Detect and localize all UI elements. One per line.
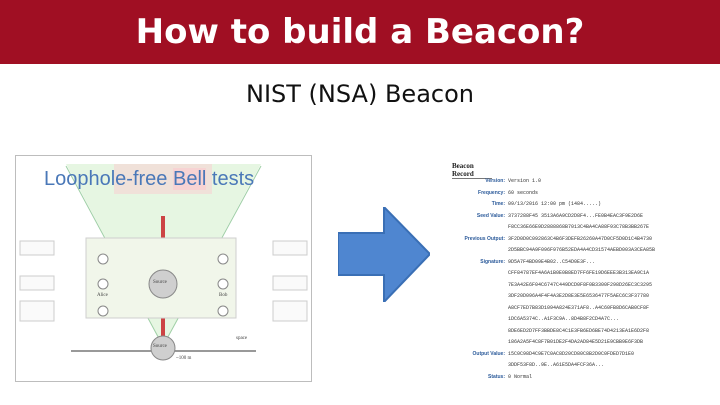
beacon-field-value: 8DE6ED2D7FF3BBDE8C4C1E3FB6ED6BE74D4213EA… <box>508 327 650 334</box>
beacon-field-value: 0 Normal <box>508 373 533 380</box>
beacon-field-value: F8CC36E66E9D2888868B7013C4BA4CA88F93C78B… <box>508 224 650 230</box>
bob-label: Bob <box>219 293 228 298</box>
figure-title: Loophole-free Bell tests <box>44 168 254 191</box>
beacon-field-row: Output Value:15C0C98D4C9E7C0AC8D20CD80C8… <box>440 351 705 360</box>
beacon-field-key: Output Value: <box>472 350 506 357</box>
beacon-field-value: 3737288F45 3513A6A9CD2D8F4...FE0B4EAC3F9… <box>508 212 644 219</box>
beacon-field-row: CFF84787EF4A6A1B0E0B8ED7FF6FE19D6EEE3B31… <box>440 270 705 279</box>
beacon-field-row: Seed Value:3737288F45 3513A6A9CD2D8F4...… <box>440 213 705 222</box>
beacon-field-value: 2D5BBC94A9F096F976B52EDA4A4CD31574AEBD00… <box>508 247 656 253</box>
beacon-field-value: 15C0C98D4C9E7C0AC8D20CD80C8B2D0C0FDED7D1… <box>508 350 635 357</box>
beacon-record-heading: Beacon Record <box>452 162 492 179</box>
beacon-field-row: Time:09/13/2016 12:00 pm (1484.....) <box>440 201 705 210</box>
beacon-field-value: 186A2A5F4C8F7B01DE2F4DA2AD84E5D21E9CBB9E… <box>508 339 644 345</box>
figure-title-post: tests <box>206 168 255 190</box>
beacon-field-value: 60 seconds <box>508 189 539 196</box>
slide-subtitle: NIST (NSA) Beacon <box>246 80 474 108</box>
beacon-field-row: Status:0 Normal <box>440 374 705 383</box>
beacon-field-row: A8CF7ED7B83D1094A824E371AF8..A4C60FB8D6C… <box>440 305 705 314</box>
beacon-field-value: 7E3A42E6F04C6747C449DCD0F8F0B3300F298D26… <box>508 281 653 288</box>
beacon-field-value: 09/13/2016 12:00 pm (1484.....) <box>508 201 602 207</box>
source-bottom-label: Source <box>153 344 167 349</box>
beacon-field-value: 9D5A7F4BD09E4B02..C54D0E3F... <box>508 258 596 265</box>
alice-label: Alice <box>97 293 108 298</box>
beacon-field-row: Version:Version 1.0 <box>440 178 705 187</box>
source-top-label: Source <box>153 280 167 285</box>
beacon-field-value: 3DDF53F8D..9E..A61E5DA4FCF36A... <box>508 362 605 368</box>
beacon-field-row: 8DE6ED2D7FF3BBDE8C4C1E3FB6ED6BE74D4213EA… <box>440 328 705 337</box>
beacon-field-row: 7E3A42E6F04C6747C449DCD0F8F0B3300F298D26… <box>440 282 705 291</box>
beacon-field-value: Version 1.0 <box>508 178 542 184</box>
beacon-field-row: Previous Output:3F2D0D0C092863C4B6F3DEFB… <box>440 236 705 245</box>
right-arrow-icon <box>338 207 430 302</box>
beacon-field-row: 186A2A5F4C8F7B01DE2F4DA2AD84E5D21E9CBB9E… <box>440 339 705 348</box>
beacon-field-value: 3DF20D096A4F4F4A3E2D8E3E5E6536477F5AEC6C… <box>508 293 650 299</box>
beacon-field-row: 2D5BBC94A9F096F976B52EDA4A4CD31574AEBD00… <box>440 247 705 256</box>
distance-label: ~100 m <box>176 356 192 361</box>
beacon-field-key: Signature: <box>480 258 505 265</box>
beacon-field-value: 3F2D0D0C092863C4B6F3DEFB26260A47D0CF5D0D… <box>508 235 653 242</box>
beacon-field-row: F8CC36E66E9D2888868B7013C4BA4CA88F93C78B… <box>440 224 705 233</box>
beacon-field-row: Signature:9D5A7F4BD09E4B02..C54D0E3F... <box>440 259 705 268</box>
beacon-field-value: 1DC6A5374C..A1F3C9A..8D4B8F2CD4A7C... <box>508 316 620 322</box>
title-bar: How to build a Beacon? <box>0 0 720 64</box>
beacon-field-row: 1DC6A5374C..A1F3C9A..8D4B8F2CD4A7C... <box>440 316 705 325</box>
space-axis-label: space <box>236 336 248 341</box>
beacon-field-value: A8CF7ED7B83D1094A824E371AF8..A4C60FB8D6C… <box>508 304 650 311</box>
figure-title-highlight: Bell <box>172 168 207 190</box>
beacon-field-key: Seed Value: <box>476 212 505 219</box>
beacon-field-key: Previous Output: <box>464 235 505 242</box>
beacon-field-key: Time: <box>491 201 505 207</box>
beacon-field-row: 3DDF53F8D..9E..A61E5DA4FCF36A... <box>440 362 705 371</box>
beacon-field-key: Status: <box>488 373 505 380</box>
bell-test-figure: Loophole-free Bell tests Alice Bob Sourc… <box>15 155 312 382</box>
figure-title-pre: Loophole-free <box>44 168 173 190</box>
beacon-field-row: Frequency:60 seconds <box>440 190 705 199</box>
beacon-field-row: 3DF20D096A4F4F4A3E2D8E3E5E6536477F5AEC6C… <box>440 293 705 302</box>
beacon-field-value: CFF84787EF4A6A1B0E0B8ED7FF6FE19D6EEE3B31… <box>508 270 650 276</box>
slide-title: How to build a Beacon? <box>135 12 585 52</box>
beacon-field-key: Frequency: <box>478 189 505 196</box>
beacon-field-key: Version: <box>485 178 505 184</box>
